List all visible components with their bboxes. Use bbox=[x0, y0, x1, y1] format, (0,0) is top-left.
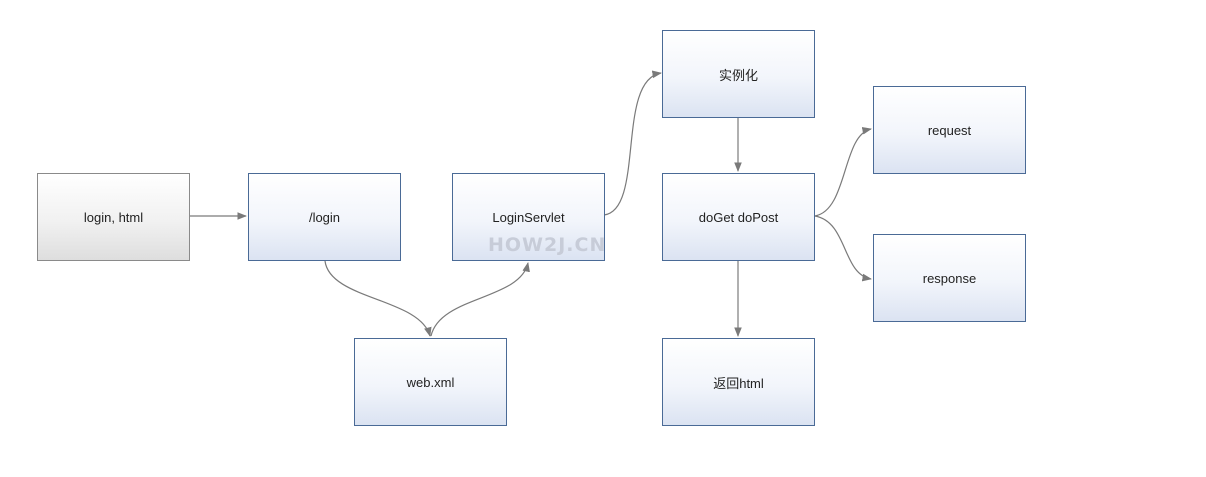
edge-login-to-webxml bbox=[324, 260, 432, 337]
node-login-servlet: LoginServlet bbox=[452, 173, 605, 261]
node-response: response bbox=[873, 234, 1026, 322]
node-label: request bbox=[927, 122, 972, 138]
node-login-html: login, html bbox=[37, 173, 190, 261]
node-label: login, html bbox=[83, 209, 144, 225]
node-label: LoginServlet bbox=[492, 209, 565, 225]
edge-doget-to-response bbox=[814, 215, 872, 282]
edge-doget-to-request bbox=[814, 127, 872, 217]
node-label: 实例化 bbox=[718, 67, 758, 83]
node-instantiate: 实例化 bbox=[662, 30, 815, 118]
node-label: /login bbox=[308, 209, 341, 225]
node-web-xml: web.xml bbox=[354, 338, 507, 426]
node-login-path: /login bbox=[248, 173, 401, 261]
node-label: 返回html bbox=[713, 375, 764, 391]
node-label: response bbox=[922, 270, 977, 286]
node-request: request bbox=[873, 86, 1026, 174]
node-return-html: 返回html bbox=[662, 338, 815, 426]
node-doget-dopost: doGet doPost bbox=[662, 173, 815, 261]
edge-servlet-to-instantiate bbox=[603, 70, 662, 216]
node-label: doGet doPost bbox=[698, 209, 779, 225]
node-label: web.xml bbox=[406, 374, 455, 390]
edge-webxml-to-servlet bbox=[430, 262, 530, 337]
